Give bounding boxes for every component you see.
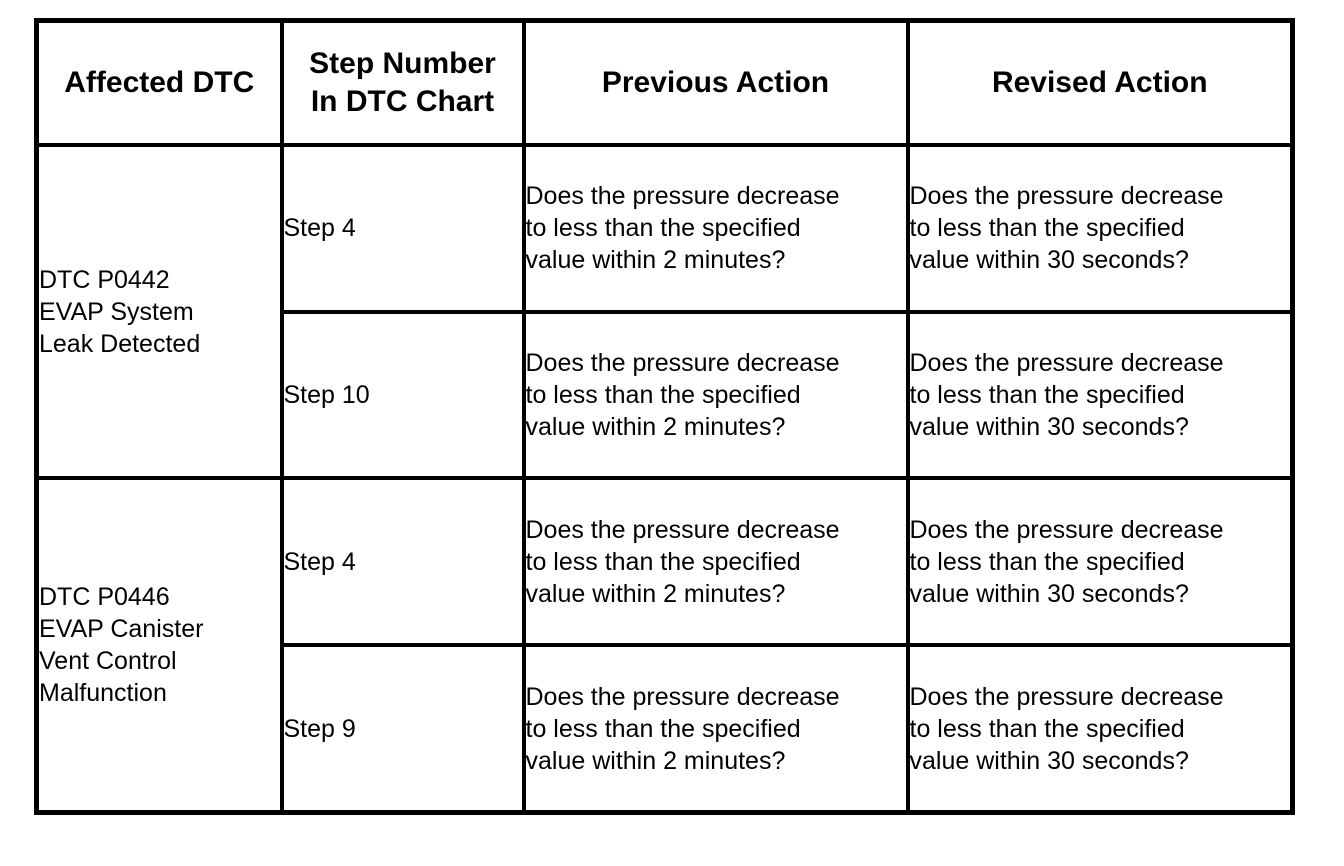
table-row: DTC P0442 EVAP System Leak Detected Step…	[34, 142, 1295, 481]
action-line: value within 30 seconds?	[909, 413, 1189, 442]
action-line: Does the pressure decrease	[525, 182, 840, 211]
action-line: to less than the specified	[525, 381, 801, 410]
table-row: Step 10 Does the pressure decrease to le…	[37, 309, 1295, 481]
action-line: Does the pressure decrease	[909, 515, 1224, 544]
step-number-cell: Step 9	[279, 643, 526, 815]
previous-action-cell: Does the pressure decrease to less than …	[521, 643, 910, 815]
action-line: to less than the specified	[525, 547, 801, 576]
step-number-cell: Step 10	[279, 309, 526, 481]
action-line: value within 30 seconds?	[909, 579, 1189, 608]
revised-action-cell: Does the pressure decrease to less than …	[905, 476, 1295, 648]
action-line: value within 2 minutes?	[525, 746, 786, 775]
dtc-line: EVAP Canister	[39, 615, 204, 644]
table-row: Step 9 Does the pressure decrease to les…	[37, 643, 1295, 815]
action-line: to less than the specified	[909, 381, 1185, 410]
action-line: to less than the specified	[525, 714, 801, 743]
action-line: value within 30 seconds?	[909, 246, 1189, 275]
action-line: value within 30 seconds?	[909, 746, 1189, 775]
previous-action-cell: Does the pressure decrease to less than …	[521, 309, 910, 481]
action-line: Does the pressure decrease	[525, 515, 840, 544]
revised-action-cell: Does the pressure decrease to less than …	[905, 309, 1295, 481]
action-line: Does the pressure decrease	[909, 182, 1224, 211]
action-line: to less than the specified	[909, 547, 1185, 576]
action-line: Does the pressure decrease	[525, 682, 840, 711]
dtc-line: EVAP System	[39, 297, 194, 326]
step-number-cell: Step 4	[279, 476, 526, 648]
action-line: to less than the specified	[909, 714, 1185, 743]
dtc-line: Leak Detected	[39, 329, 201, 358]
header-previous-action: Previous Action	[521, 18, 910, 147]
action-line: Does the pressure decrease	[909, 349, 1224, 378]
dtc-revision-table: Affected DTC Step Number In DTC Chart Pr…	[34, 18, 1295, 815]
revised-action-cell: Does the pressure decrease to less than …	[905, 643, 1295, 815]
action-line: value within 2 minutes?	[525, 579, 786, 608]
header-revised-action: Revised Action	[905, 18, 1295, 147]
dtc-line: Malfunction	[39, 679, 167, 708]
action-line: value within 2 minutes?	[525, 413, 786, 442]
action-line: to less than the specified	[525, 214, 801, 243]
dtc-line: DTC P0442	[39, 265, 170, 294]
action-line: to less than the specified	[909, 214, 1185, 243]
dtc-line: DTC P0446	[39, 583, 170, 612]
affected-dtc-cell: DTC P0442 EVAP System Leak Detected	[34, 142, 284, 481]
revised-action-cell: Does the pressure decrease to less than …	[905, 143, 1295, 314]
dtc-line: Vent Control	[39, 647, 177, 676]
header-step-number-line2: In DTC Chart	[310, 85, 495, 118]
affected-dtc-cell: DTC P0446 EVAP Canister Vent Control Mal…	[34, 476, 284, 815]
header-step-number-line1: Step Number	[309, 47, 496, 80]
action-line: Does the pressure decrease	[525, 349, 840, 378]
header-affected-dtc: Affected DTC	[34, 18, 284, 147]
previous-action-cell: Does the pressure decrease to less than …	[521, 476, 910, 648]
table-row: DTC P0446 EVAP Canister Vent Control Mal…	[34, 476, 1295, 815]
action-line: Does the pressure decrease	[909, 682, 1224, 711]
previous-action-cell: Does the pressure decrease to less than …	[521, 143, 910, 314]
action-line: value within 2 minutes?	[525, 246, 786, 275]
step-number-cell: Step 4	[279, 143, 526, 314]
header-step-number: Step Number In DTC Chart	[279, 18, 526, 147]
header-row: Affected DTC Step Number In DTC Chart Pr…	[34, 18, 1295, 147]
